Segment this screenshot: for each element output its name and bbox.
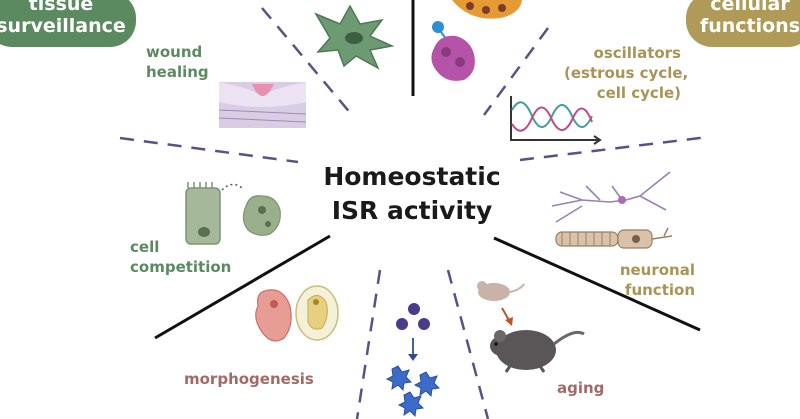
protein-complex-icon xyxy=(431,0,522,81)
oscillators-line2: (estrous cycle, xyxy=(564,64,689,82)
tissue-surveillance-badge: tissue surveillance xyxy=(0,0,136,47)
cellular-functions-badge: cellular functions xyxy=(686,0,800,47)
divider-dashed-right xyxy=(519,135,709,162)
divider-dashed-left xyxy=(119,136,299,164)
divider-dashed-bottom-right xyxy=(446,269,490,419)
neuron-icon xyxy=(551,171,673,249)
wound-tissue-icon xyxy=(218,82,307,128)
cell-competition-label: cell competition xyxy=(130,237,231,277)
divider-dashed-bottom-left xyxy=(355,269,382,419)
morphogenesis-label: morphogenesis xyxy=(184,370,314,388)
stem-cell-differentiation-icon xyxy=(385,303,441,418)
oscillators-label: oscillators (estrous cycle, cell cycle) xyxy=(564,43,689,103)
cell-competition-line2: competition xyxy=(130,258,232,276)
center-title-line1: Homeostatic xyxy=(323,162,501,191)
divider-solid-bottom-right xyxy=(493,236,701,332)
center-title-line2: ISR activity xyxy=(331,196,493,225)
tissue-surveillance-line1: tissue xyxy=(28,0,94,15)
center-title: Homeostatic ISR activity xyxy=(310,160,514,228)
oscillators-line3: cell cycle) xyxy=(596,84,681,102)
wound-healing-line1: wound xyxy=(146,43,203,61)
tissue-surveillance-line2: surveillance xyxy=(0,15,126,37)
wound-healing-label: wound healing xyxy=(146,42,209,82)
divider-solid-bottom-left xyxy=(154,234,331,340)
neuronal-function-line1: neuronal xyxy=(619,261,695,279)
wound-healing-line2: healing xyxy=(146,63,209,81)
divider-dashed-top-right xyxy=(482,27,550,116)
astrocyte-icon xyxy=(314,4,395,70)
epithelial-cell-icon xyxy=(185,182,281,245)
aging-label: aging xyxy=(557,379,605,397)
oscillation-graph-icon xyxy=(510,96,602,145)
mouse-young-icon xyxy=(477,281,525,326)
divider-lines xyxy=(119,0,709,419)
neuronal-function-label: neuronal function xyxy=(600,260,695,300)
cellular-functions-line1: cellular xyxy=(710,0,790,15)
cell-competition-line1: cell xyxy=(130,238,160,256)
embryo-icon xyxy=(255,285,339,342)
oscillators-line1: oscillators xyxy=(593,44,681,62)
mouse-old-icon xyxy=(490,330,585,373)
cellular-functions-line2: functions xyxy=(699,15,800,37)
neuronal-function-line2: function xyxy=(624,281,695,299)
